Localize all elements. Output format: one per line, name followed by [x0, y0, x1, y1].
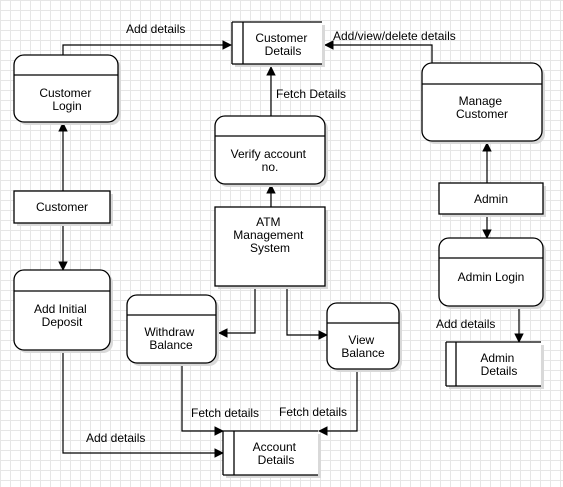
- add-initial-deposit-process: Add Initial Deposit: [13, 269, 113, 353]
- edges: [58, 40, 524, 458]
- edge-labels: Add details Add/view/delete details Fetc…: [86, 22, 495, 445]
- label-admin-login-to-admin-details: Add details: [436, 317, 495, 331]
- withdraw-balance-label: Withdraw Balance: [144, 325, 197, 352]
- account-details-datastore: Account Details: [222, 430, 321, 478]
- admin-login-process: Admin Login: [438, 237, 546, 309]
- manage-customer-label: Manage Customer: [456, 94, 508, 121]
- edge-login-to-customer-details: [62, 40, 232, 55]
- customer-entity: Customer: [13, 190, 113, 226]
- edge-deposit-to-account-details: [62, 351, 224, 458]
- edge-atm-to-withdraw: [218, 287, 256, 338]
- verify-account-process: Verify account no.: [214, 115, 328, 187]
- label-manage-to-customer-details: Add/view/delete details: [333, 29, 456, 43]
- label-withdraw-to-account-details: Fetch details: [191, 406, 259, 420]
- atm-system-entity: ATM Management System: [214, 206, 328, 289]
- view-balance-process: View Balance: [326, 302, 402, 372]
- add-initial-deposit-label: Add Initial Deposit: [34, 302, 90, 329]
- admin-entity: Admin: [438, 182, 546, 217]
- customer-entity-label: Customer: [36, 200, 88, 214]
- customer-details-datastore: Customer Details: [231, 21, 325, 67]
- withdraw-balance-process: Withdraw Balance: [126, 294, 219, 366]
- atm-system-label: ATM Management System: [233, 215, 306, 255]
- label-verify-to-customer-details: Fetch Details: [276, 87, 346, 101]
- account-details-label: Account Details: [253, 440, 300, 467]
- admin-login-label: Admin Login: [458, 270, 525, 284]
- edge-manage-to-customer-details: [324, 40, 433, 63]
- label-view-to-account-details: Fetch details: [279, 405, 347, 419]
- edge-view-to-account-details: [318, 371, 358, 436]
- customer-login-label: Customer Login: [39, 86, 94, 113]
- verify-account-label: Verify account no.: [231, 147, 310, 174]
- edge-withdraw-to-account-details: [181, 364, 224, 436]
- view-balance-label: View Balance: [341, 333, 385, 360]
- customer-details-label: Customer Details: [255, 31, 310, 58]
- label-deposit-to-account-details: Add details: [86, 431, 145, 445]
- label-login-to-customer-details: Add details: [126, 22, 185, 36]
- admin-entity-label: Admin: [474, 192, 508, 206]
- edge-atm-to-view: [286, 287, 328, 340]
- manage-customer-process: Manage Customer: [421, 62, 545, 144]
- admin-details-datastore: Admin Details: [445, 341, 544, 389]
- customer-login-process: Customer Login: [13, 54, 121, 125]
- admin-details-label: Admin Details: [480, 351, 517, 378]
